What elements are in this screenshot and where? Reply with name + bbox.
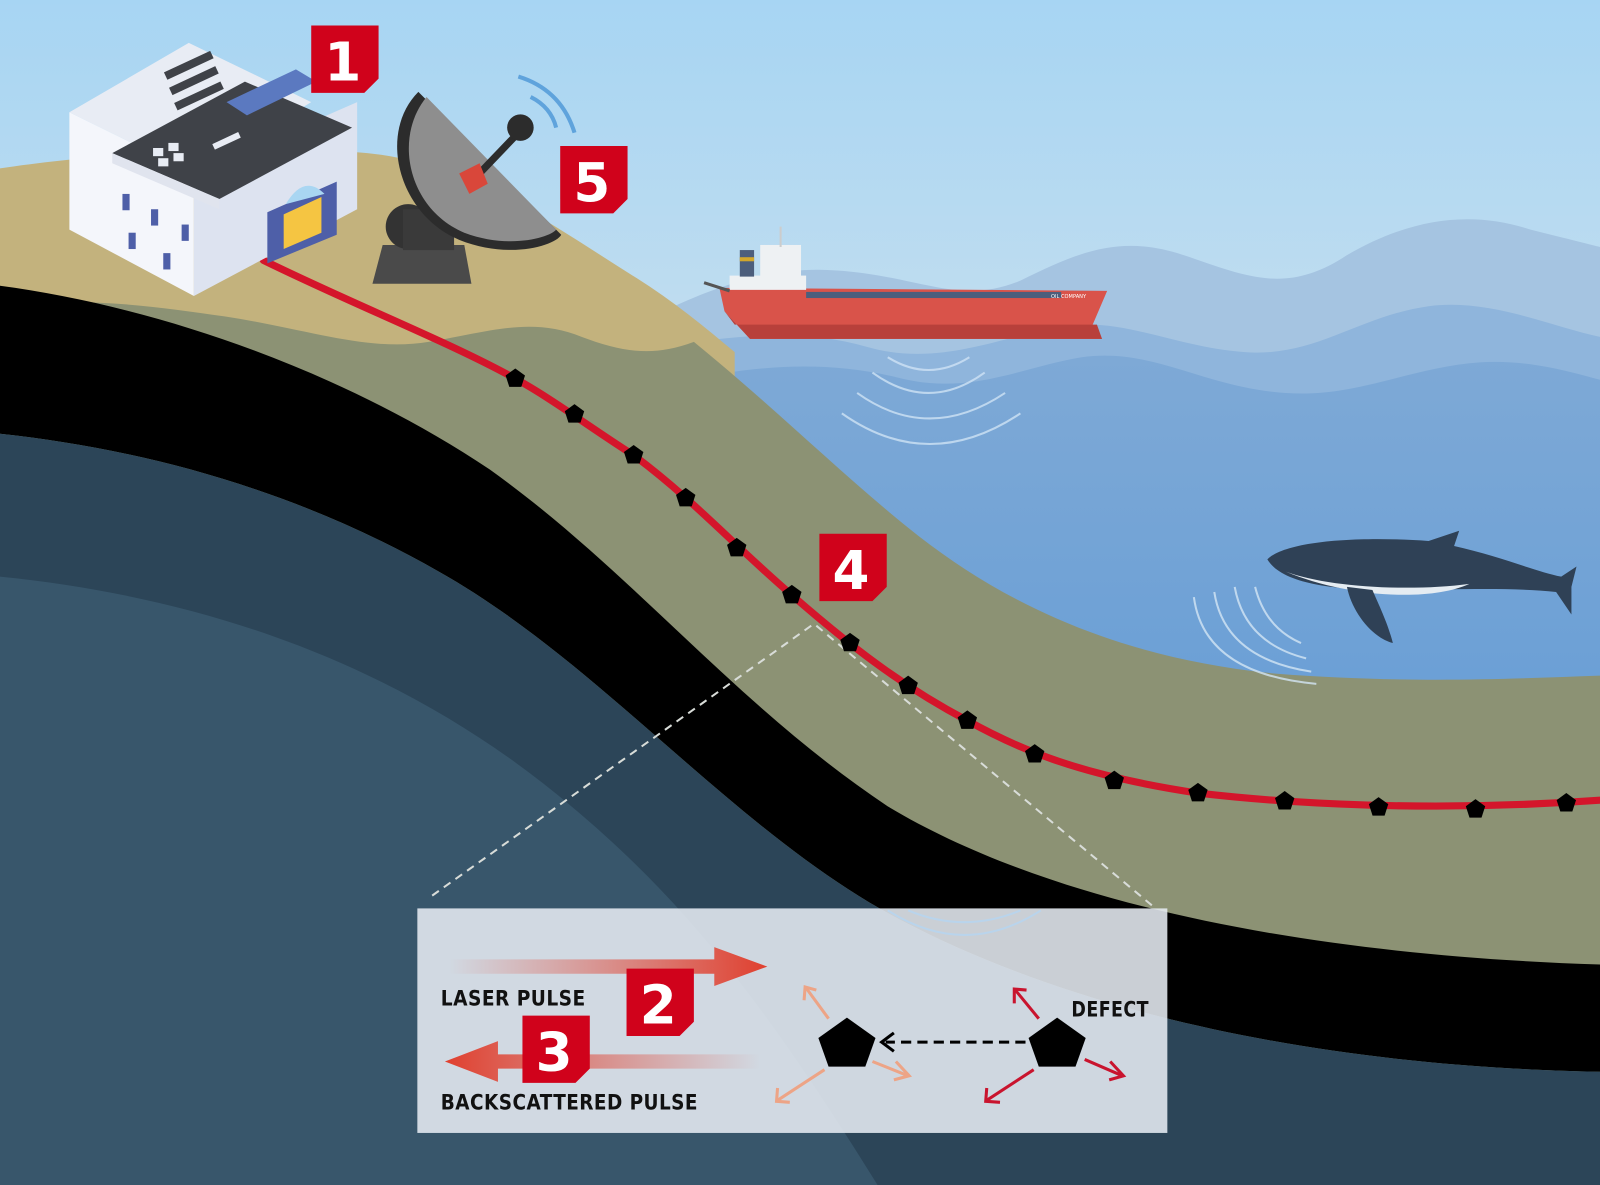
- badge-number: 5: [573, 152, 610, 214]
- badge-number: 3: [536, 1022, 573, 1084]
- badge-satellite: 5: [560, 145, 628, 214]
- badge-number: 1: [324, 32, 361, 94]
- badge-number: 4: [833, 540, 870, 602]
- cable-sensor-node: [1368, 797, 1389, 816]
- laser-pulse-label: LASER PULSE: [441, 986, 586, 1011]
- oil-tanker-ship: OIL COMPANY: [703, 226, 1108, 339]
- cable-sensor-node: [1556, 793, 1577, 812]
- ship-hull-text: OIL COMPANY: [1051, 294, 1087, 300]
- cable-sensor-node: [1025, 744, 1045, 763]
- cable-sensor-node: [898, 675, 918, 695]
- humpback-whale: [1267, 530, 1577, 644]
- cable-sensor-node: [727, 537, 747, 557]
- cable-sensor-node: [1188, 782, 1208, 802]
- badge-number: 2: [640, 975, 677, 1037]
- control-facility: [69, 42, 358, 296]
- badge-facility: 1: [311, 25, 379, 94]
- backscattered-pulse-arrow: [444, 1041, 761, 1082]
- cable-sensors: [505, 368, 1577, 818]
- defect-rays: [984, 987, 1127, 1104]
- cable-sensor-node: [957, 710, 978, 729]
- scatter-rays: [774, 985, 913, 1104]
- cable-sensor-node: [623, 445, 644, 464]
- satellite-dish: [372, 74, 577, 284]
- ship-sonar-waves: [841, 356, 1021, 445]
- zoom-guide-lines: [427, 624, 1154, 908]
- cable-sensor-node: [1465, 799, 1486, 818]
- badge-backscatter: 3: [522, 1015, 590, 1084]
- cable-sensor-node: [676, 487, 696, 507]
- cable-sensor-node: [505, 368, 525, 387]
- cable-sensor-node: [1275, 791, 1295, 810]
- cable-sensor-node: [564, 404, 585, 423]
- cable-sensor-node: [782, 584, 802, 604]
- crust-layer: [0, 285, 1600, 1072]
- defect-label: DEFECT: [1071, 998, 1149, 1023]
- cable-sensor-node: [1104, 770, 1124, 790]
- scatter-particle: [818, 1017, 876, 1067]
- backscattered-pulse-label: BACKSCATTERED PULSE: [441, 1090, 698, 1115]
- defect-particle: [1028, 1017, 1086, 1067]
- cable-sensor-node: [840, 632, 860, 652]
- whale-sonar-waves: [1192, 586, 1317, 685]
- laser-pulse-arrow: [448, 947, 768, 986]
- badge-cable: 4: [819, 533, 887, 602]
- badge-laser: 2: [626, 968, 694, 1037]
